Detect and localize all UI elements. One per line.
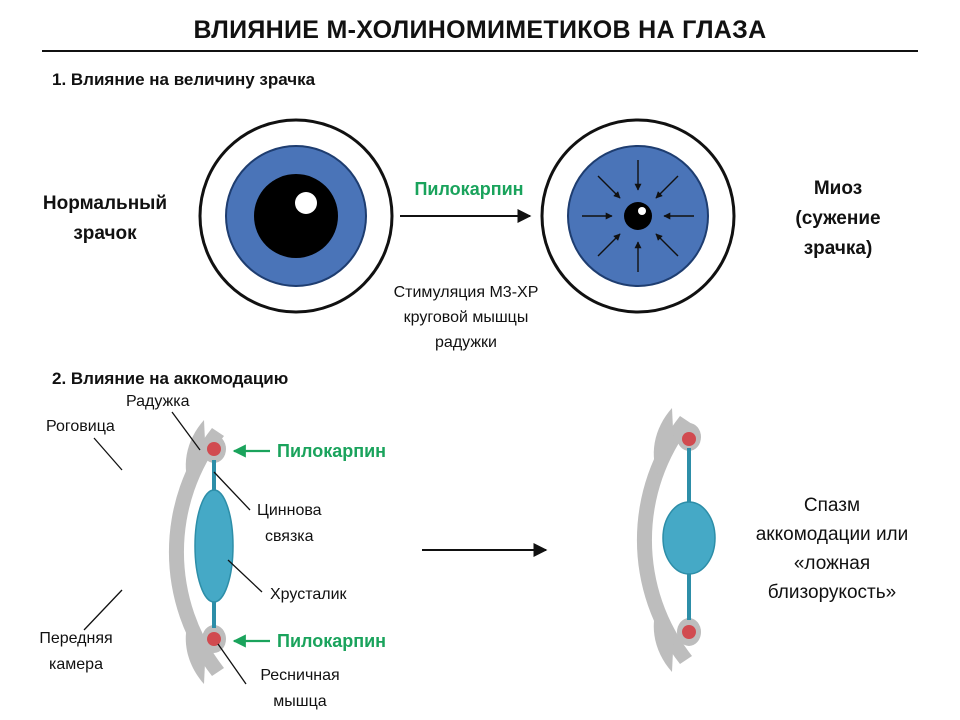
label-anterior-line2: камера — [49, 656, 103, 673]
label-iris: Радужка — [126, 393, 190, 410]
leader-zonule — [213, 471, 251, 511]
miosis-label-line1: Миоз — [813, 178, 863, 199]
title-divider — [42, 50, 918, 52]
section2-heading: 2. Влияние на аккомодацию — [52, 369, 289, 388]
mechanism-line1: Стимуляция М3-ХР — [393, 284, 539, 301]
result-line3: «ложная — [793, 553, 871, 574]
miosis-label-line2: (сужение — [795, 208, 881, 229]
constriction-arrow — [597, 175, 621, 199]
drug-label-bottom: Пилокарпин — [277, 631, 387, 651]
label-anterior-line1: Передняя — [39, 630, 113, 647]
drug-label-pupil: Пилокарпин — [414, 179, 524, 199]
mechanism-line3: радужки — [435, 334, 497, 351]
normal-eye — [198, 118, 394, 314]
ciliary-muscle-lower — [207, 632, 221, 646]
normal-eye-highlight — [295, 192, 317, 214]
cornea-shape-right — [636, 416, 692, 664]
miosis-label-line3: зрачка) — [803, 238, 873, 259]
leader-iris — [171, 411, 201, 451]
label-ciliary-line1: Ресничная — [260, 667, 340, 684]
miosis-eye-pupil — [624, 202, 652, 230]
normal-accommodation-diagram — [83, 411, 270, 685]
label-ciliary-line2: мышца — [273, 693, 327, 710]
iris-lower-right — [653, 600, 674, 672]
label-ciliary-muscle: Ресничная мышца — [248, 663, 352, 715]
drug-label-top: Пилокарпин — [277, 441, 387, 461]
constriction-arrows — [582, 160, 694, 272]
page-title: ВЛИЯНИЕ М-ХОЛИНОМИМЕТИКОВ НА ГЛАЗА — [193, 16, 767, 44]
normal-pupil-label: Нормальный зрачок — [22, 189, 188, 249]
iris-upper-right — [653, 408, 674, 480]
leader-ciliary-muscle — [217, 643, 247, 685]
result-line4: близорукость» — [767, 582, 897, 603]
leader-lines — [83, 411, 263, 685]
normal-pupil-label-line1: Нормальный — [42, 193, 168, 214]
iris-upper — [185, 420, 206, 492]
miosis-eye-highlight — [638, 207, 646, 215]
label-zonule-line1: Циннова — [257, 502, 322, 519]
mechanism-line2: круговой мышцы — [403, 309, 529, 326]
constriction-arrow — [597, 233, 621, 257]
spasm-accommodation-diagram — [636, 408, 716, 672]
constriction-arrow — [655, 175, 679, 199]
label-lens: Хрусталик — [270, 586, 347, 603]
miosis-eye — [540, 118, 736, 314]
lens-thin — [194, 489, 234, 603]
result-line2: аккомодации или — [755, 524, 909, 545]
cornea-shape — [168, 428, 224, 676]
leader-cornea — [93, 437, 123, 471]
constriction-arrow — [655, 233, 679, 257]
iris-lower — [185, 612, 206, 684]
leader-lens — [227, 559, 263, 593]
section1-heading: 1. Влияние на величину зрачка — [52, 70, 316, 89]
lens-thick — [662, 501, 716, 575]
ciliary-muscle-upper — [207, 442, 221, 456]
label-zonule-line2: связка — [264, 528, 314, 545]
result-line1: Спазм — [803, 495, 861, 516]
ciliary-muscle-upper-right — [682, 432, 696, 446]
leader-anterior-chamber — [83, 589, 123, 631]
accommodation-result: Спазм аккомодации или «ложная близорукос… — [722, 491, 942, 607]
label-zonule: Циннова связка — [257, 498, 322, 550]
mechanism-text: Стимуляция М3-ХР круговой мышцы радужки — [366, 280, 566, 355]
label-anterior-chamber: Передняя камера — [28, 626, 124, 678]
normal-eye-pupil — [254, 174, 338, 258]
ciliary-muscle-lower-right — [682, 625, 696, 639]
miosis-label: Миоз (сужение зрачка) — [770, 174, 906, 264]
label-cornea: Роговица — [46, 418, 115, 435]
normal-pupil-label-line2: зрачок — [73, 223, 137, 244]
